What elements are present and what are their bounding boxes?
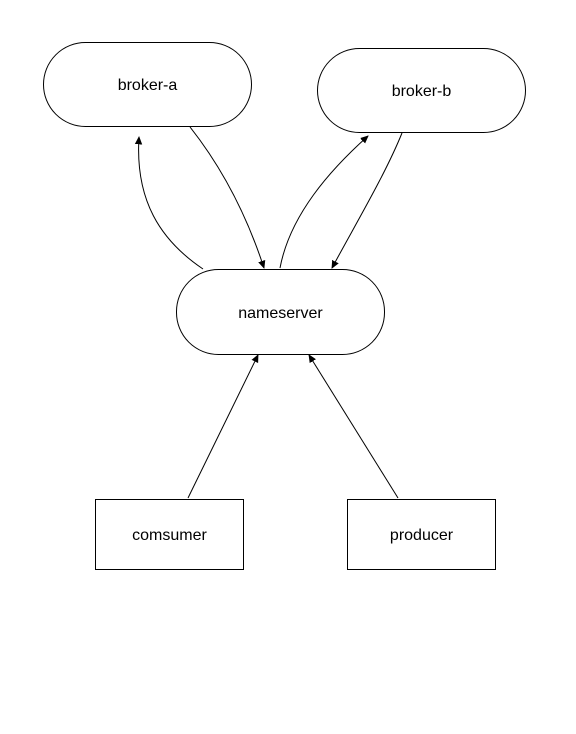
node-broker-b: broker-b xyxy=(317,48,526,133)
edge-nameserver-to-broker-a xyxy=(139,137,204,270)
edge-broker-a-to-nameserver xyxy=(189,126,264,268)
edge-nameserver-to-broker-b xyxy=(279,136,368,269)
node-nameserver: nameserver xyxy=(176,269,385,355)
producer-shape xyxy=(347,499,496,570)
consumer-shape xyxy=(95,499,244,570)
producer-label: producer xyxy=(390,527,454,544)
edges-group xyxy=(139,126,403,499)
broker-b-shape xyxy=(317,48,526,133)
nameserver-shape xyxy=(176,269,385,355)
edge-producer-to-nameserver xyxy=(309,355,399,499)
node-producer: producer xyxy=(347,499,496,570)
node-consumer: comsumer xyxy=(95,499,244,570)
edge-consumer-to-nameserver xyxy=(187,355,259,499)
edge-broker-b-to-nameserver xyxy=(332,132,403,268)
broker-a-shape xyxy=(43,42,252,127)
consumer-label: comsumer xyxy=(132,527,207,544)
broker-b-label: broker-b xyxy=(392,83,452,100)
nameserver-label: nameserver xyxy=(238,305,323,322)
broker-a-label: broker-a xyxy=(118,77,178,94)
node-broker-a: broker-a xyxy=(43,42,252,127)
